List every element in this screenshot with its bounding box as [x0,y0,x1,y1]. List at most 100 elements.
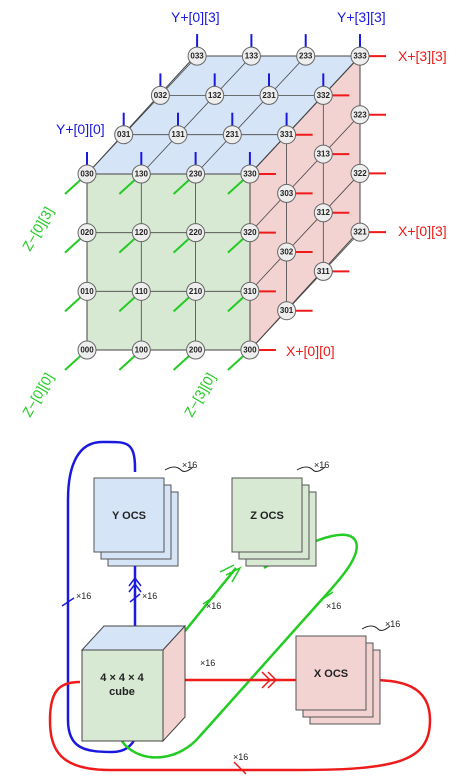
cube-node-label: 130 [135,170,149,179]
cube-node-circle [313,85,333,105]
cube-node-circle [150,85,170,105]
cube-node-circle [277,242,297,262]
cube-node-label: 210 [189,287,203,296]
cube-node: 333 [350,46,370,66]
cube-node-label: 301 [280,306,294,315]
cube-node-circle [186,164,206,184]
cube-node: 220 [186,223,206,243]
cube-node-circle [187,46,207,66]
cube-label-line1: 4 × 4 × 4 [100,672,144,684]
cube-node-circle [131,281,151,301]
cube-node: 312 [313,203,333,223]
label-y-0-3: Y+[0][3] [171,9,220,25]
cube-node-circle [131,340,151,360]
cube-node-circle [131,223,151,243]
cube-node: 310 [240,281,260,301]
z-ocs-stack: Z OCS ×16 [231,460,329,567]
label-z-0-3: Z−[0][3] [19,204,57,253]
cube-node-circle [240,223,260,243]
cube-node: 321 [350,222,370,242]
cube-node-circle [186,281,206,301]
cube-node-label: 200 [189,346,203,355]
cube-node-label: 032 [154,91,168,100]
grid-line [249,55,361,175]
cube-node: 301 [277,301,297,321]
cube-node-circle [277,301,297,321]
x-ocs-label: X OCS [314,668,348,680]
cube-node-label: 231 [262,91,276,100]
cube-node-circle [240,340,260,360]
cube-node-label: 110 [135,287,148,296]
cube-node-label: 000 [80,346,94,355]
cube-node-circle [296,46,316,66]
cube-node-circle [77,281,97,301]
cube-node-label: 313 [317,150,331,159]
cube-node-label: 312 [317,208,331,217]
cube-node-circle [313,144,333,164]
cube-node: 132 [205,85,225,105]
y-ocs-mult: ×16 [182,460,197,470]
cube-node-label: 302 [280,248,294,257]
label-x-3-3: X+[3][3] [398,48,447,64]
cube-node-label: 331 [280,130,294,139]
cube-node: 300 [240,340,260,360]
cube-node-label: 120 [135,228,149,237]
cube-node: 130 [131,164,151,184]
cube-node-label: 330 [243,170,257,179]
cube-node: 032 [150,85,170,105]
cube-node-label: 033 [190,52,204,61]
cube-node: 033 [187,46,207,66]
cube-node-label: 132 [208,91,222,100]
grid-line [249,173,361,292]
z-link-mult-2: ×16 [326,601,341,611]
cube-node-label: 310 [243,287,257,296]
grid-line [249,231,361,351]
cube-node-circle [114,125,134,145]
cube-node-label: 300 [243,346,257,355]
cube-node-circle [241,46,261,66]
grid-line [249,114,361,233]
cube-node-circle [277,125,297,145]
cube-node: 323 [350,105,370,125]
y-ocs-stack: Y OCS ×16 [93,460,197,567]
cube-node-circle [222,125,242,145]
cube-node-label: 233 [299,52,313,61]
cube-node-label: 311 [317,267,330,276]
label-z-3-0: Z−[3][0] [181,370,219,419]
cube-node-label: 332 [317,91,331,100]
grid-line [141,55,252,175]
cube-node: 010 [77,281,97,301]
cube-node-label: 010 [80,287,94,296]
z-link-mult: ×16 [206,601,221,611]
cube-node: 200 [186,340,206,360]
cube-node: 210 [186,281,206,301]
front-face [86,173,251,351]
cube-node-label: 231 [226,130,240,139]
grid-line [195,55,306,175]
cube-node-circle [77,223,97,243]
cube-grid-lines [86,55,361,351]
cube-node-label: 323 [353,110,367,119]
cube-node: 322 [350,163,370,183]
cube-node: 110 [131,281,151,301]
cube-node-label: 322 [353,169,367,178]
cube-node-label: 321 [353,228,367,237]
x-link-mult-bottom: ×16 [233,752,248,762]
z-ocs-label: Z OCS [250,510,284,522]
cube-node-label: 131 [171,130,185,139]
x-link-mult: ×16 [200,658,215,668]
cube-node: 000 [77,340,97,360]
grid-line [86,55,198,175]
y-link-mult-2: ×16 [142,591,157,601]
y-wiring-loop [66,440,142,754]
cube-node-label: 031 [117,130,131,139]
label-x-0-3: X+[0][3] [398,223,447,239]
cube-node-circle [77,340,97,360]
cube-node-label: 220 [189,228,203,237]
cube-node: 030 [77,164,97,184]
cube-node-circle [259,85,279,105]
cube-node-label: 133 [245,52,259,61]
cube-faces [85,54,362,352]
cube-node: 230 [186,164,206,184]
